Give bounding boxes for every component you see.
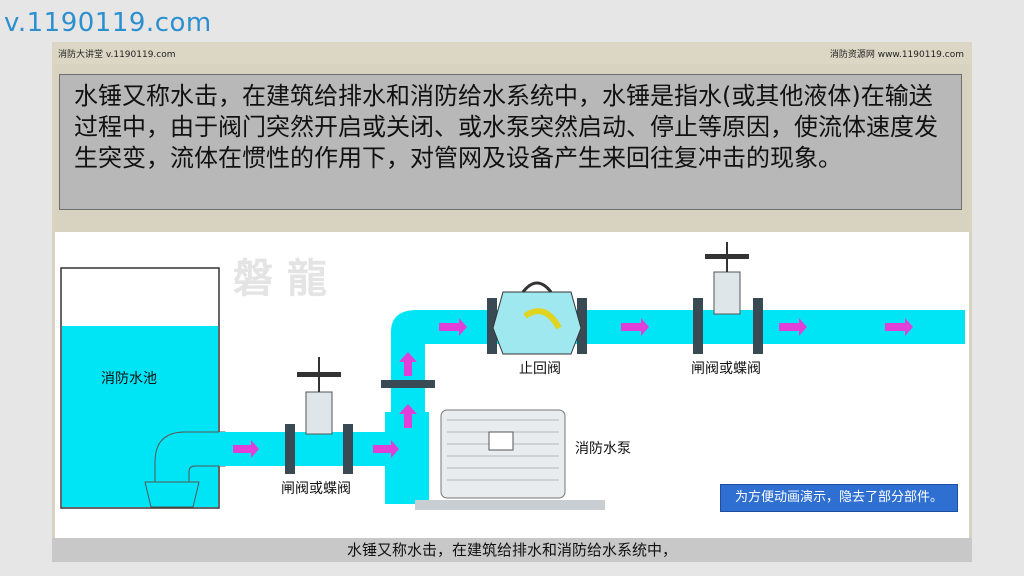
label-fire-pool: 消防水池 [101,371,157,387]
flange [343,424,353,474]
water-hammer-diagram: 磐龍 消防水池 止回阀 闸阀或蝶阀 闸阀或蝶阀 消防水泵 [55,232,969,562]
gate-valve-body [305,391,333,435]
label-check-valve: 止回阀 [519,361,561,377]
handwheel-icon [705,254,749,259]
slide-header: 消防大讲堂 v.1190119.com 消防资源网 www.1190119.co… [52,42,972,64]
definition-text: 水锤又称水击，在建筑给排水和消防给水系统中，水锤是指水(或其他液体)在输送过程中… [74,82,938,172]
check-valve-body [492,291,582,355]
flange [285,424,295,474]
check-valve-disc [523,308,562,330]
subtitle-caption: 水锤又称水击，在建筑给排水和消防给水系统中， [52,538,972,562]
note-box: 为方便动画演示，隐去了部分部件。 [720,484,958,512]
header-left-text: 消防大讲堂 v.1190119.com [58,50,176,60]
definition-textbox: 水锤又称水击，在建筑给排水和消防给水系统中，水锤是指水(或其他液体)在输送过程中… [59,74,962,210]
label-gate-valve-bottom: 闸阀或蝶阀 [281,481,351,497]
brand-watermark: 磐龍 [233,256,341,302]
slide: 消防大讲堂 v.1190119.com 消防资源网 www.1190119.co… [52,42,972,562]
flow-arrows [233,318,913,458]
watermark-url: v.1190119.com [4,8,212,38]
label-fire-pump: 消防水泵 [575,441,631,457]
header-right-text: 消防资源网 www.1190119.com [829,50,964,60]
pool-water [62,326,218,507]
handwheel-icon [297,372,341,377]
pump-motor [440,409,566,499]
label-gate-valve-top: 闸阀或蝶阀 [691,361,761,377]
pipe-system-illustration [60,242,965,510]
